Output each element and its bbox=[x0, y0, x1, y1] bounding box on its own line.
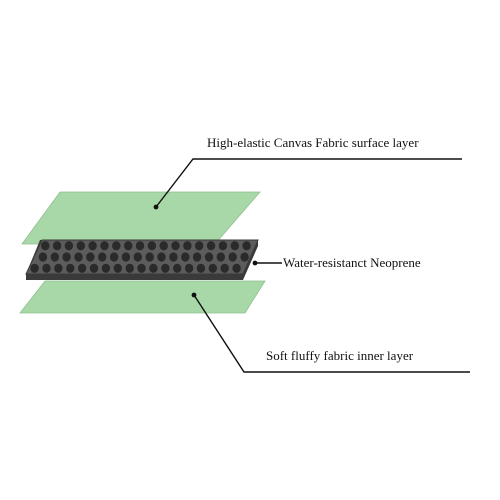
neoprene-dot bbox=[181, 252, 190, 262]
neoprene-dot bbox=[173, 263, 182, 273]
neoprene-dot bbox=[30, 263, 39, 273]
neoprene-dot bbox=[206, 241, 216, 251]
neoprene-dot bbox=[89, 263, 99, 273]
neoprene-dot bbox=[216, 252, 225, 262]
neoprene-dot bbox=[121, 252, 131, 262]
neoprene-dot bbox=[228, 252, 237, 262]
neoprene-dot bbox=[62, 252, 71, 262]
neoprene-dot bbox=[149, 263, 158, 273]
neoprene-dot bbox=[232, 263, 241, 273]
neoprene-dot bbox=[240, 252, 249, 262]
neoprene-dot bbox=[135, 241, 145, 251]
leader-dot-neoprene bbox=[252, 260, 258, 266]
neoprene-dot bbox=[183, 241, 192, 251]
neoprene-dot bbox=[88, 241, 97, 251]
neoprene-layer bbox=[25, 239, 259, 280]
leader-line-inner bbox=[193, 294, 470, 373]
neoprene-dot bbox=[64, 241, 74, 251]
neoprene-dot bbox=[125, 263, 134, 273]
neoprene-dot bbox=[195, 241, 204, 251]
neoprene-dot bbox=[230, 241, 239, 251]
neoprene-dot bbox=[100, 241, 109, 251]
neoprene-dot bbox=[159, 241, 168, 251]
neoprene-dot bbox=[38, 252, 48, 262]
neoprene-dot bbox=[157, 252, 166, 262]
neoprene-dot bbox=[112, 241, 121, 251]
neoprene-dot bbox=[124, 241, 133, 251]
leader-dot-inner bbox=[191, 292, 197, 298]
neoprene-dot bbox=[196, 263, 206, 273]
neoprene-dot bbox=[218, 241, 228, 251]
neoprene-dot bbox=[208, 263, 217, 273]
neoprene-dot bbox=[41, 241, 50, 251]
neoprene-dot bbox=[52, 241, 62, 251]
neoprene-dot bbox=[86, 252, 95, 262]
leader-line-surface bbox=[155, 158, 462, 208]
neoprene-dot bbox=[66, 263, 75, 273]
neoprene-dot bbox=[76, 241, 86, 251]
leader-dot-surface bbox=[153, 204, 159, 210]
neoprene-dot bbox=[145, 252, 154, 262]
surface-layer bbox=[21, 191, 261, 245]
neoprene-dot bbox=[171, 241, 180, 251]
neoprene-dot bbox=[98, 252, 107, 262]
neoprene-dot bbox=[50, 252, 59, 262]
inner-layer bbox=[19, 280, 266, 314]
neoprene-dot bbox=[54, 263, 63, 273]
neoprene-dot bbox=[77, 263, 87, 273]
neoprene-dot bbox=[169, 252, 178, 262]
neoprene-dot bbox=[184, 263, 194, 273]
neoprene-dot bbox=[42, 263, 51, 273]
neoprene-dot bbox=[113, 263, 123, 273]
neoprene-dot bbox=[161, 263, 170, 273]
neoprene-dots bbox=[30, 241, 251, 273]
neoprene-dot bbox=[133, 252, 142, 262]
inner-layer-label: Soft fluffy fabric inner layer bbox=[266, 348, 414, 363]
neoprene-dot bbox=[242, 241, 251, 251]
neoprene-dot bbox=[109, 252, 119, 262]
neoprene-dot bbox=[147, 241, 157, 251]
surface-layer-label: High-elastic Canvas Fabric surface layer bbox=[207, 135, 419, 150]
neoprene-dot bbox=[137, 263, 146, 273]
neoprene-dot bbox=[101, 263, 111, 273]
neoprene-dot bbox=[74, 252, 83, 262]
neoprene-layer-label: Water-resistanct Neoprene bbox=[283, 255, 421, 270]
neoprene-dot bbox=[204, 252, 214, 262]
neoprene-dot bbox=[220, 263, 229, 273]
neoprene-dot bbox=[192, 252, 202, 262]
